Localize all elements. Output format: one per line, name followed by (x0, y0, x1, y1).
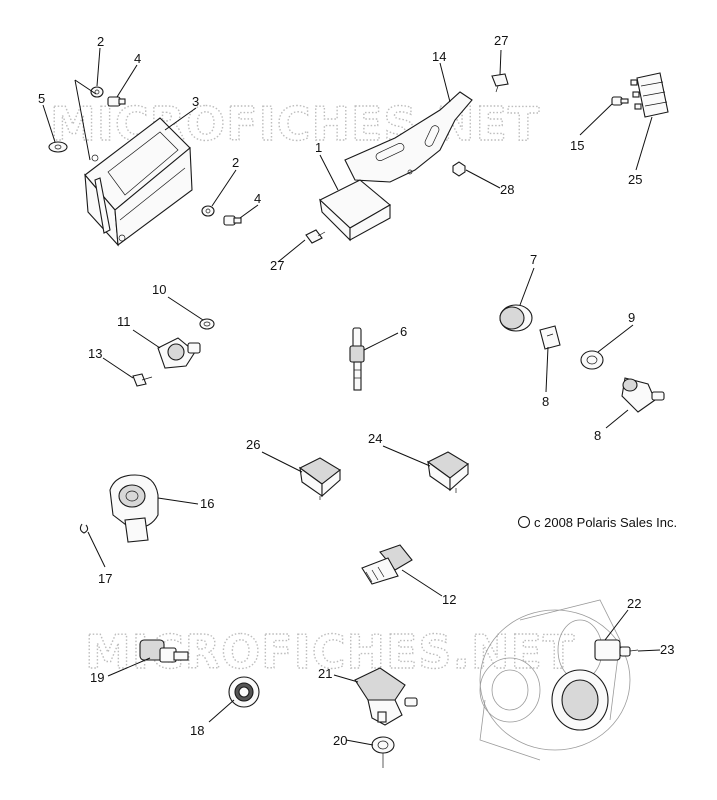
part-1-sensor-module (319, 179, 391, 242)
callout-12: 12 (442, 592, 456, 607)
part-23-screw (619, 646, 639, 657)
copyright-text: c 2008 Polaris Sales Inc. (534, 515, 677, 530)
part-5-washer (48, 141, 68, 153)
callout-17: 17 (98, 571, 112, 586)
part-24-relay (426, 451, 469, 493)
copyright-notice: c 2008 Polaris Sales Inc. (518, 515, 677, 530)
callout-2-lower: 2 (232, 155, 239, 170)
callout-25: 25 (628, 172, 642, 187)
part-12-sender (361, 544, 413, 585)
part-15-screw (611, 96, 629, 106)
callout-27-lower: 27 (270, 258, 284, 273)
part-8-sensor (621, 377, 665, 413)
callout-8-clip: 8 (542, 394, 549, 409)
callout-27-top: 27 (494, 33, 508, 48)
part-21-map-sensor (354, 667, 418, 726)
leader-lines (42, 47, 661, 746)
callout-14: 14 (432, 49, 446, 64)
callout-20: 20 (333, 733, 347, 748)
callout-28: 28 (500, 182, 514, 197)
part-20-plug (371, 736, 395, 768)
part-13-bolt (132, 373, 153, 387)
callout-13: 13 (88, 346, 102, 361)
part-17-clip (79, 523, 89, 534)
part-4-screw-top (107, 96, 126, 107)
part-11-sensor (157, 337, 201, 369)
callout-11: 11 (117, 314, 131, 329)
callout-22: 22 (627, 596, 641, 611)
part-9-grommet (580, 350, 604, 370)
callout-9: 9 (628, 310, 635, 325)
callout-24: 24 (368, 431, 382, 446)
copyright-icon (518, 516, 530, 528)
callout-21: 21 (318, 666, 332, 681)
part-3-ecu-module (84, 117, 193, 247)
callout-4-top: 4 (134, 51, 141, 66)
part-7-cap (499, 304, 533, 332)
part-28-nut (452, 161, 466, 177)
part-18-grommet (228, 676, 260, 708)
part-19-temp-sensor (139, 639, 189, 663)
callout-26: 26 (246, 437, 260, 452)
callout-6: 6 (400, 324, 407, 339)
part-27-screw-top (491, 73, 509, 93)
part-6-temp-probe (349, 327, 365, 391)
part-27-screw-lower (305, 229, 326, 244)
part-8-clip (539, 325, 561, 350)
callout-2-top: 2 (97, 34, 104, 49)
part-2-washer-top (90, 86, 104, 98)
callout-8-sensor: 8 (594, 428, 601, 443)
callout-7: 7 (530, 252, 537, 267)
callout-1: 1 (315, 140, 322, 155)
part-2-washer-lower (201, 205, 215, 217)
callout-23: 23 (660, 642, 674, 657)
callout-16: 16 (200, 496, 214, 511)
callout-3: 3 (192, 94, 199, 109)
callout-4-lower: 4 (254, 191, 261, 206)
callout-15: 15 (570, 138, 584, 153)
part-4-screw-lower (223, 215, 242, 226)
part-14-bracket (344, 91, 473, 183)
callout-numbers: 2 4 5 3 2 4 14 27 1 28 27 15 25 10 11 13… (38, 33, 674, 748)
callout-10: 10 (152, 282, 166, 297)
part-26-relay (298, 457, 341, 500)
callout-19: 19 (90, 670, 104, 685)
part-16-knock-sensor (109, 474, 159, 543)
part-25-connector (630, 72, 669, 118)
part-22-throttle-body (479, 599, 631, 761)
callout-18: 18 (190, 723, 204, 738)
callout-5: 5 (38, 91, 45, 106)
part-10-o-ring (199, 318, 215, 330)
